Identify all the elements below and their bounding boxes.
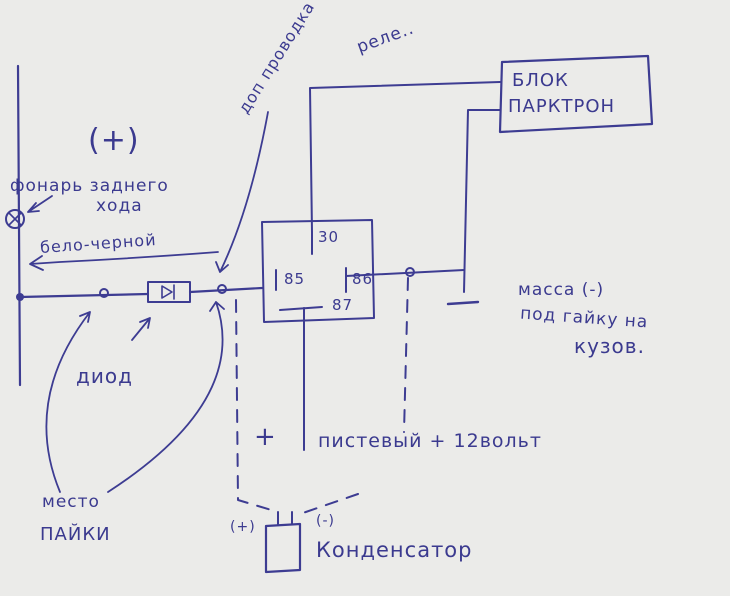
capacitor-plus-label: (+) (230, 519, 256, 535)
wire-block-ground (463, 109, 501, 293)
plus-sign-label: (+) (88, 123, 140, 158)
solder-point-2 (217, 284, 227, 294)
wire-86-ground (345, 269, 465, 277)
relay-pin-85: 85 (284, 270, 306, 288)
diode-icon (147, 281, 191, 303)
relay-pin-87: 87 (332, 296, 354, 314)
parktronic-block-frame (498, 54, 654, 134)
solder-place-line1: место (42, 492, 100, 512)
ground-line3: кузов. (574, 334, 645, 358)
white-black-arrow (29, 251, 219, 271)
solder-arrow-2 (107, 301, 225, 493)
solder-arrow-1 (45, 311, 91, 493)
diode-label: диод (76, 364, 133, 388)
ground-line1: масса (-) (518, 280, 605, 300)
capacitor-legs (277, 511, 293, 525)
reverse-light-line1: фонарь заднего (10, 176, 169, 196)
plus-small-label: + (254, 422, 277, 452)
violet-12v-label: пистевый + 12вольт (318, 430, 542, 452)
parktronic-block-line1: БЛОК (512, 70, 569, 91)
relay-icon (261, 219, 375, 323)
capacitor-label: Конденсатор (316, 538, 473, 562)
left-feed-wire (16, 64, 22, 387)
wire-30-to-block (309, 81, 501, 233)
capacitor-icon (264, 522, 302, 574)
extra-wiring-arrow (215, 111, 269, 273)
parktronic-block-line2: ПАРКТРОН (508, 96, 616, 117)
junction-86 (405, 267, 415, 277)
lamp-arrow (27, 195, 53, 213)
reverse-light-line2: хода (96, 196, 143, 216)
capacitor-minus-label: (-) (316, 513, 335, 529)
solder-point-1 (99, 288, 109, 298)
junction-left (16, 293, 24, 301)
relay-pin-30: 30 (318, 228, 340, 246)
cap-lead-plus (235, 299, 279, 513)
relay-pin-86: 86 (352, 270, 374, 288)
diode-arrow (131, 317, 151, 341)
ground-symbol (446, 300, 480, 306)
cap-lead-minus (299, 277, 409, 515)
solder-place-line2: ПАЙКИ (40, 524, 111, 545)
lamp-icon (5, 209, 25, 229)
